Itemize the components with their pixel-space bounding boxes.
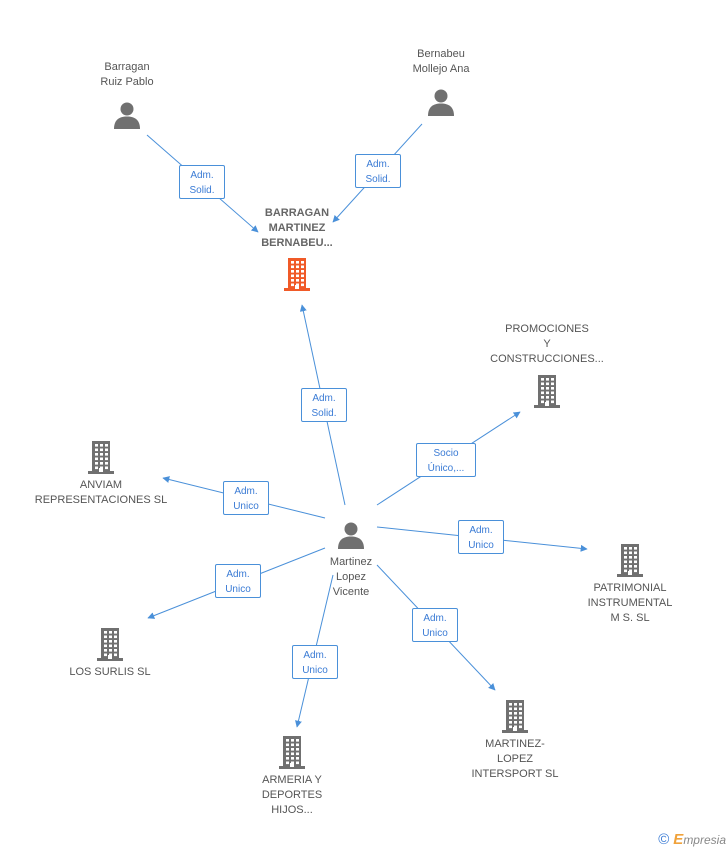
brand-logo: Empresia (673, 831, 726, 848)
building-icon-promociones[interactable] (532, 374, 562, 408)
node-label-text: ARMERIA Y DEPORTES HIJOS... (261, 774, 323, 816)
person-icon-bernabeu_mollejo[interactable] (426, 87, 456, 117)
node-label-armeria[interactable]: ARMERIA Y DEPORTES HIJOS... (232, 773, 352, 818)
node-label-text: BARRAGAN MARTINEZ BERNABEU... (261, 207, 333, 249)
node-label-text: LOS SURLIS SL (69, 666, 151, 678)
edge-label-los_surlis[interactable]: Adm. Unico (215, 564, 261, 598)
building-icon-barragan_martinez[interactable] (282, 257, 312, 291)
node-label-text: Martinez Lopez Vicente (329, 556, 373, 598)
person-icon-barragan_ruiz[interactable] (112, 100, 142, 130)
building-icon-anviam[interactable] (86, 440, 116, 474)
edge-label-anviam[interactable]: Adm. Unico (223, 481, 269, 515)
node-label-martinez_lopez_vicente[interactable]: Martinez Lopez Vicente (301, 555, 401, 600)
footer-brand: ©Empresia (658, 831, 726, 848)
building-icon-patrimonial[interactable] (615, 543, 645, 577)
edge-label-barragan_martinez[interactable]: Adm. Solid. (301, 388, 347, 422)
building-icon-los_surlis[interactable] (95, 627, 125, 661)
edge-label-promociones[interactable]: Socio Único,... (416, 443, 476, 477)
node-label-text: MARTINEZ- LOPEZ INTERSPORT SL (471, 738, 559, 780)
node-label-text: PATRIMONIAL INSTRUMENTAL M S. SL (587, 582, 673, 624)
node-label-los_surlis[interactable]: LOS SURLIS SL (50, 665, 170, 680)
node-label-barragan_martinez[interactable]: BARRAGAN MARTINEZ BERNABEU... (237, 206, 357, 251)
node-label-text: Barragan Ruiz Pablo (100, 61, 154, 88)
node-label-text: Bernabeu Mollejo Ana (412, 48, 470, 75)
edge-label-patrimonial[interactable]: Adm. Unico (458, 520, 504, 554)
person-icon-martinez_lopez_vicente[interactable] (336, 520, 366, 550)
edge-label-martinez_lopez_intersport[interactable]: Adm. Unico (412, 608, 458, 642)
node-label-promociones[interactable]: PROMOCIONES Y CONSTRUCCIONES... (477, 322, 617, 367)
edge-label-barragan_martinez[interactable]: Adm. Solid. (355, 154, 401, 188)
node-label-barragan_ruiz[interactable]: Barragan Ruiz Pablo (67, 60, 187, 90)
building-icon-martinez_lopez_intersport[interactable] (500, 699, 530, 733)
node-label-patrimonial[interactable]: PATRIMONIAL INSTRUMENTAL M S. SL (570, 581, 690, 626)
node-label-text: ANVIAM REPRESENTACIONES SL (34, 479, 168, 506)
edge-label-barragan_martinez[interactable]: Adm. Solid. (179, 165, 225, 199)
copyright-symbol: © (658, 831, 670, 848)
node-label-martinez_lopez_intersport[interactable]: MARTINEZ- LOPEZ INTERSPORT SL (455, 737, 575, 782)
edge-label-armeria[interactable]: Adm. Unico (292, 645, 338, 679)
node-label-anviam[interactable]: ANVIAM REPRESENTACIONES SL (26, 478, 176, 508)
building-icon-armeria[interactable] (277, 735, 307, 769)
node-label-bernabeu_mollejo[interactable]: Bernabeu Mollejo Ana (381, 47, 501, 77)
node-label-text: PROMOCIONES Y CONSTRUCCIONES... (490, 323, 604, 365)
